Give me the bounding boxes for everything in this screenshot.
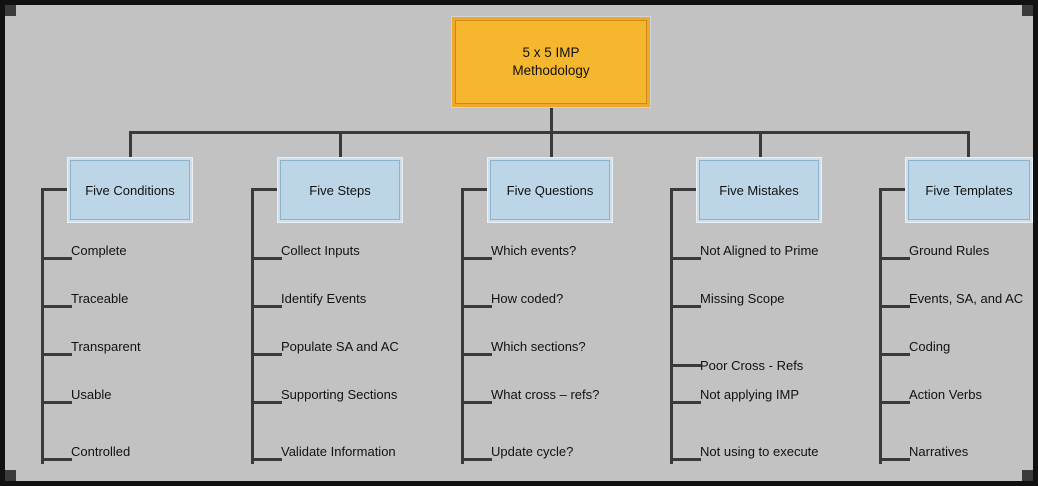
leaf-connector <box>41 257 72 260</box>
leaf-label: Coding <box>909 339 951 354</box>
branch-node-five-questions[interactable]: Five Questions <box>487 157 613 223</box>
root-node-imp-methodology[interactable]: 5 x 5 IMP Methodology <box>451 16 651 108</box>
branch-drop-connector-4 <box>759 131 762 159</box>
branch-drop-connector-5 <box>967 131 970 159</box>
branch-2-spine <box>251 188 254 464</box>
selection-handle-top-left[interactable] <box>5 5 16 16</box>
leaf-label: Identify Events <box>281 291 367 306</box>
leaf-label: Which sections? <box>491 339 586 354</box>
branch-node-label: Five Questions <box>506 182 594 198</box>
branch-node-five-steps[interactable]: Five Steps <box>277 157 403 223</box>
selection-handle-bottom-right[interactable] <box>1022 470 1033 481</box>
branch-bus-connector <box>129 131 970 134</box>
leaf-label: Collect Inputs <box>281 243 360 258</box>
leaf-label: Validate Information <box>281 444 396 459</box>
leaf-label: Update cycle? <box>491 444 574 459</box>
leaf-label: How coded? <box>491 291 564 306</box>
branch-drop-connector-3 <box>550 131 553 159</box>
branch-node-five-templates[interactable]: Five Templates <box>905 157 1033 223</box>
leaf-connector <box>251 401 282 404</box>
leaf-label: Traceable <box>71 291 129 306</box>
leaf-label: Supporting Sections <box>281 387 398 402</box>
leaf-connector <box>461 257 492 260</box>
branch-drop-connector-2 <box>339 131 342 159</box>
leaf-label: Not applying IMP <box>700 387 799 402</box>
leaf-connector <box>879 458 910 461</box>
leaf-connector <box>461 305 492 308</box>
leaf-label: Controlled <box>71 444 131 459</box>
leaf-connector <box>251 353 282 356</box>
leaf-connector <box>41 353 72 356</box>
branch-node-inner: Five Conditions <box>70 160 190 220</box>
leaf-label: Poor Cross - Refs <box>700 358 804 373</box>
leaf-connector <box>251 305 282 308</box>
leaf-connector <box>670 401 701 404</box>
root-node-label: 5 x 5 IMP Methodology <box>512 44 589 80</box>
leaf-label: Complete <box>71 243 127 258</box>
leaf-label: Events, SA, and AC <box>909 291 1024 306</box>
branch-node-label: Five Templates <box>925 182 1013 198</box>
leaf-connector <box>879 257 910 260</box>
leaf-connector <box>879 401 910 404</box>
leaf-connector <box>41 305 72 308</box>
leaf-connector <box>670 305 701 308</box>
leaf-connector <box>461 458 492 461</box>
branch-1-spine <box>41 188 44 464</box>
leaf-connector <box>251 257 282 260</box>
leaf-label: Ground Rules <box>909 243 990 258</box>
branch-node-inner: Five Questions <box>490 160 610 220</box>
leaf-connector <box>41 401 72 404</box>
leaf-connector <box>879 353 910 356</box>
branch-node-label: Five Mistakes <box>719 182 799 198</box>
leaf-connector <box>670 458 701 461</box>
branch-4-spine <box>670 188 673 464</box>
leaf-connector <box>41 458 72 461</box>
branch-5-spine <box>879 188 882 464</box>
leaf-connector <box>879 305 910 308</box>
branch-node-label: Five Conditions <box>85 182 175 198</box>
leaf-label: Usable <box>71 387 112 402</box>
branch-node-inner: Five Steps <box>280 160 400 220</box>
root-node-label-line1: 5 x 5 IMP <box>522 45 580 60</box>
leaf-connector <box>461 353 492 356</box>
branch-node-five-conditions[interactable]: Five Conditions <box>67 157 193 223</box>
branch-5-spine-lead <box>879 188 907 191</box>
branch-3-spine-lead <box>461 188 489 191</box>
leaf-label: What cross – refs? <box>491 387 600 402</box>
branch-node-five-mistakes[interactable]: Five Mistakes <box>696 157 822 223</box>
root-node-inner: 5 x 5 IMP Methodology <box>455 20 647 104</box>
root-trunk-connector <box>550 108 553 134</box>
branch-node-label: Five Steps <box>309 182 371 198</box>
leaf-connector <box>461 401 492 404</box>
branch-2-spine-lead <box>251 188 279 191</box>
branch-drop-connector-1 <box>129 131 132 159</box>
leaf-label: Narratives <box>909 444 969 459</box>
leaf-label: Not Aligned to Prime <box>700 243 819 258</box>
branch-4-spine-lead <box>670 188 698 191</box>
branch-3-spine <box>461 188 464 464</box>
leaf-connector <box>251 458 282 461</box>
leaf-label: Action Verbs <box>909 387 982 402</box>
selection-handle-bottom-left[interactable] <box>5 470 16 481</box>
branch-1-spine-lead <box>41 188 69 191</box>
leaf-label: Transparent <box>71 339 141 354</box>
leaf-label: Populate SA and AC <box>281 339 399 354</box>
branch-node-inner: Five Templates <box>908 160 1030 220</box>
leaf-connector <box>670 364 701 367</box>
selection-handle-top-right[interactable] <box>1022 5 1033 16</box>
leaf-label: Which events? <box>491 243 577 258</box>
leaf-label: Missing Scope <box>700 291 785 306</box>
root-node-label-line2: Methodology <box>512 63 590 78</box>
leaf-connector <box>670 257 701 260</box>
leaf-label: Not using to execute <box>700 444 819 459</box>
branch-node-inner: Five Mistakes <box>699 160 819 220</box>
